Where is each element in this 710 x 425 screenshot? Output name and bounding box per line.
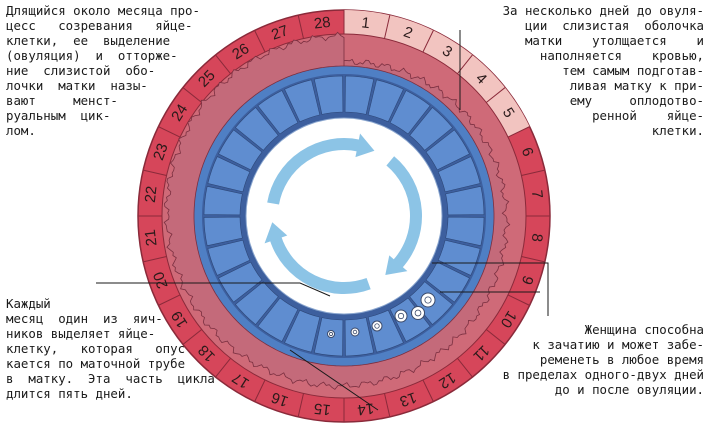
egg-cell-nucleus [374, 323, 380, 329]
egg-cell-icon [350, 327, 360, 337]
day-segments [202, 74, 486, 358]
cycle-arrow-head [385, 255, 408, 275]
day-separator [182, 329, 203, 345]
day-segment [203, 185, 243, 216]
day-separator [254, 30, 266, 53]
day-segment [235, 281, 279, 325]
cycle-arrows-icon [264, 133, 422, 294]
day-label: 12 [436, 369, 459, 392]
cycle-arrow-head [355, 133, 375, 158]
cycle-arrow-shaft [386, 156, 422, 269]
leader-line [432, 262, 549, 316]
day-label: 1 [361, 14, 371, 32]
day-segment [389, 90, 431, 135]
day-separator [182, 87, 203, 103]
leader-lines [96, 30, 549, 411]
egg-cell-nucleus [329, 332, 333, 336]
day-separator [297, 393, 304, 417]
day-segment [344, 75, 375, 115]
day-separator [521, 169, 545, 176]
day-label: 27 [269, 22, 290, 44]
day-separator [521, 256, 545, 263]
uterine-lining-description: За несколько дней до овуля- ции слизиста… [502, 3, 704, 138]
day-segment [437, 239, 481, 276]
day-segment [257, 90, 299, 135]
day-label: 7 [528, 189, 546, 199]
egg-cell-icon [371, 320, 383, 332]
day-segment [437, 156, 481, 193]
day-segment [203, 216, 243, 247]
day-separator [457, 357, 473, 378]
uterine-lining-band [163, 31, 511, 390]
day-separator [384, 15, 391, 39]
day-separator [485, 329, 506, 345]
day-segment [257, 297, 299, 342]
egg-cell-nucleus [352, 329, 358, 335]
egg-cells [327, 292, 436, 338]
day-segment [445, 216, 485, 247]
egg-cell-icon [411, 306, 425, 320]
menstrual-cycle-description: Длящийся около месяца про- цесс созреван… [6, 3, 200, 138]
day-label: 23 [150, 141, 172, 162]
day-label: 14 [356, 399, 374, 418]
day-label: 8 [528, 233, 546, 243]
menstruation-ring [344, 10, 530, 138]
day-separator [158, 294, 181, 306]
day-separator [422, 30, 434, 53]
day-label: 28 [313, 14, 331, 33]
day-label: 13 [397, 388, 418, 410]
day-separator [507, 126, 530, 138]
day-separator [485, 87, 506, 103]
day-separator [143, 169, 167, 176]
day-separator [215, 54, 231, 75]
day-label: 15 [313, 399, 331, 418]
day-label: 22 [142, 185, 161, 203]
day-segment [313, 75, 344, 115]
leader-line [96, 282, 331, 297]
day-label: 10 [497, 308, 520, 331]
day-segment [445, 185, 485, 216]
day-label: 21 [142, 228, 161, 246]
day-label: 16 [269, 388, 290, 410]
egg-cell-icon [327, 330, 335, 338]
uterine-lining [163, 31, 511, 390]
day-segment [284, 79, 321, 123]
day-separator [158, 126, 181, 138]
day-segment [344, 317, 375, 357]
leader-line [289, 349, 379, 411]
day-separator [143, 256, 167, 263]
day-segment [207, 239, 251, 276]
egg-cell-nucleus [424, 296, 432, 304]
cycle-arrow-shaft [267, 138, 361, 205]
egg-cell-icon [420, 292, 436, 308]
egg-cell-nucleus [414, 309, 422, 317]
day-segment [218, 129, 263, 171]
day-segment [218, 261, 263, 303]
day-segment [425, 129, 470, 171]
day-segment [235, 107, 279, 151]
day-separator [384, 393, 391, 417]
day-segment [284, 309, 321, 353]
day-separator [297, 15, 304, 39]
cycle-arrow-shaft [269, 236, 371, 294]
fertility-window-description: Женщина способна к зачатию и может забе-… [502, 322, 704, 397]
day-segment [389, 297, 431, 342]
day-label: 24 [168, 101, 191, 124]
cycle-arrow-head [264, 222, 288, 244]
egg-cell-nucleus [397, 312, 405, 320]
day-segment [367, 79, 404, 123]
day-label: 17 [229, 369, 252, 392]
day-label: 19 [168, 308, 191, 331]
day-separator [422, 379, 434, 402]
day-separator [254, 379, 266, 402]
day-separator [507, 294, 530, 306]
ovulation-description: Каждый месяц один из яич- ников выделяет… [6, 296, 215, 401]
day-label: 20 [150, 269, 172, 290]
day-segment [207, 156, 251, 193]
day-segment [409, 107, 453, 151]
day-separator [215, 357, 231, 378]
day-label: 26 [229, 40, 252, 63]
egg-cell-icon [394, 309, 408, 323]
